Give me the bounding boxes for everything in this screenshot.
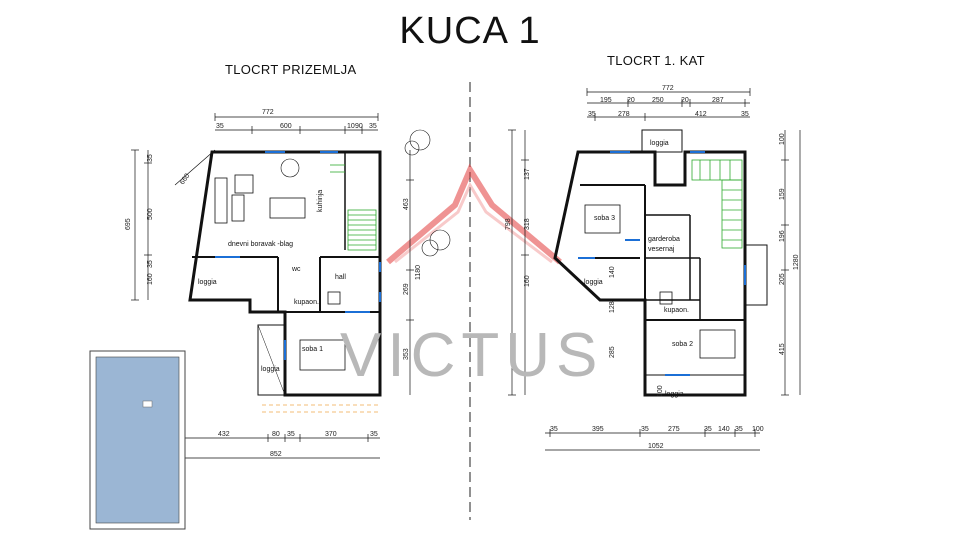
first-dim-bottom-1: 35: [550, 426, 558, 433]
victus-logo: [386, 163, 562, 265]
ground-dim-left-1: 500: [147, 208, 154, 220]
ground-dim-bottom-total: 852: [270, 451, 282, 458]
ground-dim-left-3: 35: [147, 154, 154, 162]
ground-dim-top-5: 35: [369, 123, 377, 130]
room-kupaonica-ground: kupaon.: [294, 299, 319, 306]
ground-floor-plan: [131, 113, 451, 459]
first-dim-right-1: 100: [779, 133, 786, 145]
ground-dim-right-2: 269: [403, 283, 410, 295]
first-dim-top-6: 35: [588, 111, 596, 118]
room-loggia-first-left: loggia: [584, 279, 603, 286]
pool: [95, 356, 180, 524]
first-dim-top-7: 278: [618, 111, 630, 118]
first-dim-right-3: 196: [779, 230, 786, 242]
first-dim-top-2: 250: [652, 97, 664, 104]
pool-ladder: [142, 400, 153, 408]
ground-dim-right-total: 1180: [415, 265, 422, 280]
first-dim-bottom-7: 35: [735, 426, 743, 433]
first-dim-top-1: 195: [600, 97, 612, 104]
first-dim-top-total: 772: [662, 85, 674, 92]
ground-dim-top-2: 10: [347, 123, 355, 130]
room-soba-3: soba 3: [594, 215, 615, 222]
ground-dim-right-3: 353: [403, 348, 410, 360]
first-dim-bottom-2: 395: [592, 426, 604, 433]
first-dim-top-4: 20: [627, 97, 635, 104]
first-dim-top-9: 35: [741, 111, 749, 118]
room-dnevni-boravak: dnevni boravak -blag: [228, 241, 293, 248]
room-kuhinja: kuhinja: [317, 190, 324, 212]
first-dim-right-total: 1280: [793, 254, 800, 270]
ground-dim-top-3: 90: [355, 123, 363, 130]
ground-dim-bottom-3: 35: [287, 431, 295, 438]
first-dim-top-5: 20: [681, 97, 689, 104]
room-vesernaj: vesernaj: [648, 246, 675, 253]
first-dim-left-4: 140: [609, 266, 616, 278]
room-loggia-ground-left: loggia: [198, 279, 217, 286]
ground-dim-right-1: 463: [403, 198, 410, 210]
first-dim-bottom-4: 275: [668, 426, 680, 433]
ground-dim-left-4: 35: [147, 260, 154, 268]
room-hall: hall: [335, 274, 346, 281]
ground-dim-left-2: 160: [147, 273, 154, 285]
ground-dim-diagonal: 660: [179, 172, 191, 186]
first-dim-bottom-5: 35: [704, 426, 712, 433]
first-dim-right-4: 205: [779, 273, 786, 285]
first-floor-plan: [508, 88, 801, 451]
room-loggia-first-bottom: loggia: [665, 391, 684, 398]
first-dim-left-5: 128: [609, 301, 616, 313]
first-dim-left-1: 137: [524, 168, 531, 180]
first-dim-right-2: 159: [779, 188, 786, 200]
room-wc: wc: [291, 266, 301, 273]
victus-watermark: VICTUS: [340, 321, 603, 390]
first-dim-top-3: 287: [712, 97, 724, 104]
page-title: KUCA 1: [399, 10, 541, 52]
ground-floor-label: TLOCRT PRIZEMLJA: [225, 62, 357, 77]
first-dim-right-5: 415: [779, 343, 786, 355]
room-kupaonica-first: kupaon.: [664, 307, 689, 314]
ground-dim-bottom-2: 80: [272, 431, 280, 438]
ground-dim-bottom-1: 432: [218, 431, 230, 438]
ground-dim-bottom-4: 370: [325, 431, 337, 438]
ground-dim-top-1: 600: [280, 123, 292, 130]
first-dim-left-2: 318: [524, 218, 531, 230]
room-soba-2: soba 2: [672, 341, 693, 348]
first-floor-label: TLOCRT 1. KAT: [607, 53, 705, 68]
first-dim-top-8: 412: [695, 111, 707, 118]
ground-dim-bottom-5: 35: [370, 431, 378, 438]
first-dim-left-7: 100: [657, 385, 664, 397]
room-garderoba: garderoba: [648, 236, 680, 243]
first-dim-bottom-total: 1052: [648, 443, 664, 450]
room-loggia-first-top: loggia: [650, 140, 669, 147]
first-dim-bottom-6: 140: [718, 426, 730, 433]
first-dim-bottom-3: 35: [641, 426, 649, 433]
first-dim-left-6: 285: [609, 346, 616, 358]
ground-dim-top-4: 35: [216, 123, 224, 130]
room-soba-1: soba 1: [302, 346, 323, 353]
ground-dim-top-total: 772: [262, 109, 274, 116]
first-dim-left-3: 160: [524, 275, 531, 287]
ground-dim-left-total: 695: [125, 218, 132, 230]
first-dim-bottom-8: 100: [752, 426, 764, 433]
room-loggia-ground-bottom: loggia: [261, 366, 280, 373]
first-dim-left-total: 798: [505, 218, 512, 230]
